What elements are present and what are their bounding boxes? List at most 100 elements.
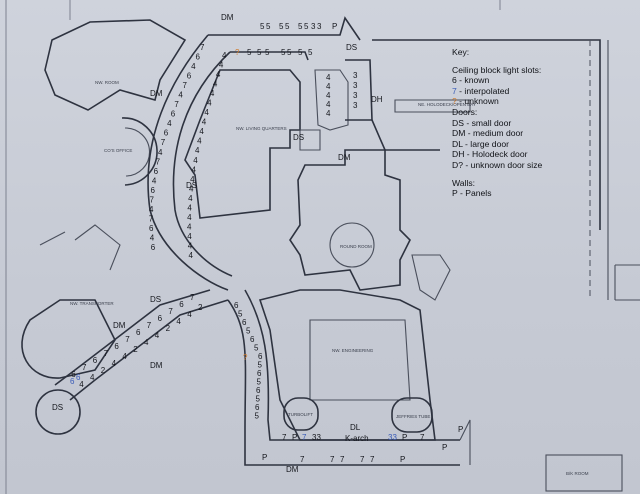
light-slot-glyph: 4 <box>155 331 160 340</box>
transporter-annex-line <box>39 231 66 246</box>
legend-text: - unknown <box>456 96 499 107</box>
engineering-core <box>309 319 411 401</box>
light-slot-marker: 5 <box>279 22 284 31</box>
light-slot-glyph: 6 <box>164 129 169 138</box>
light-slot-marker: 5 <box>265 48 270 57</box>
room-label-nw-room: NW. ROOM <box>95 80 119 85</box>
door-marker: DM <box>286 465 299 474</box>
light-slot-glyph: P <box>292 433 297 442</box>
door-marker: DS <box>293 133 304 142</box>
legend-symbol: ? <box>452 96 457 107</box>
corridor-inner-wall <box>172 51 233 277</box>
light-slot-glyph: 6 <box>114 342 119 351</box>
light-slot-glyph: 6 <box>255 403 260 412</box>
light-slot-marker: 3 <box>311 22 316 31</box>
cos-office-outline <box>121 117 158 186</box>
light-slot-glyph: 2 <box>101 366 106 375</box>
light-slot-glyph: 4 <box>326 91 331 100</box>
light-slot-glyph: 6 <box>93 356 98 365</box>
light-slot-glyph: 4 <box>188 194 193 203</box>
light-slot-glyph: 4 <box>152 176 157 185</box>
room-label-cos-office: CO'S OFFICE <box>104 148 132 153</box>
light-slot-glyph: 4 <box>192 165 197 174</box>
central-hall-outline <box>289 149 411 291</box>
light-slot-glyph: 4 <box>197 137 202 146</box>
light-slot-glyph: 6 <box>154 167 159 176</box>
light-slot-glyph: 4 <box>190 175 195 184</box>
door-marker: DM <box>150 89 163 98</box>
light-slot-glyph: 4 <box>112 359 117 368</box>
light-slot-glyph: 4 <box>144 338 149 347</box>
light-slot-glyph: 3 <box>353 91 358 100</box>
light-slot-glyph: 4 <box>79 380 84 389</box>
light-slot-unknown: ? <box>235 48 240 57</box>
light-slot-glyph: 7 <box>161 138 166 147</box>
light-slot-glyph: 7 <box>82 363 87 372</box>
light-slot-glyph: 4 <box>167 119 172 128</box>
se-corridor-outer <box>227 299 460 466</box>
light-slot-glyph: 7 <box>330 455 335 464</box>
cos-office-inner <box>124 127 151 177</box>
corridor-outer-wall <box>147 34 229 291</box>
sw-corridor-inner <box>69 299 229 401</box>
legend-light-item: ? - unknown <box>452 96 622 107</box>
room-label-jeffries-tube: JEFFRIES TUBE <box>396 414 430 419</box>
light-slot-marker: 5 <box>287 48 292 57</box>
legend-door-item: DS - small door <box>452 117 512 128</box>
nw-room-outline <box>44 19 187 111</box>
light-slot-glyph: 7 <box>300 455 305 464</box>
light-slot-glyph: 6 <box>136 328 141 337</box>
light-slot-glyph: 4 <box>326 73 331 82</box>
light-slot-glyph: 6 <box>70 377 75 386</box>
light-slot-glyph: 5 <box>257 378 262 387</box>
legend-text: - known <box>456 75 490 86</box>
light-slot-glyph: 6 <box>71 370 76 379</box>
light-slot-marker: 3 <box>317 22 322 31</box>
light-slot-glyph: 4 <box>187 310 192 319</box>
light-slot-glyph: 4 <box>216 70 221 79</box>
light-slot-glyph: 2 <box>133 345 138 354</box>
light-slot-glyph: 7 <box>150 195 155 204</box>
transporter-annex <box>74 224 121 271</box>
light-slot-glyph: 7 <box>125 335 130 344</box>
light-slot-glyph: 7 <box>370 455 375 464</box>
light-slot-glyph: 4 <box>199 127 204 136</box>
light-slot-glyph: 6 <box>151 186 156 195</box>
light-slot-marker: 5 <box>298 48 303 57</box>
light-slot-glyph: 5 <box>254 344 259 353</box>
room-label-bk-room: B/K ROOM <box>566 471 589 476</box>
legend-door-item: DH - Holodeck door <box>452 149 528 160</box>
light-slot-glyph: 4 <box>207 99 212 108</box>
light-slot-glyph: 4 <box>204 108 209 117</box>
legend-symbol: 7 <box>452 85 457 96</box>
light-slot-glyph: 7 <box>190 293 195 302</box>
room-label-transporter: NW. TRANSPORTER <box>70 301 114 306</box>
panel-marker: P <box>332 22 337 31</box>
light-slot-glyph: 7 <box>156 157 161 166</box>
light-slot-glyph: 4 <box>188 242 193 251</box>
light-slot-marker: 5 <box>285 22 290 31</box>
legend-doors-heading: Doors: <box>452 106 478 117</box>
legend-text: - interpolated <box>456 85 510 96</box>
room-label-turbolift: TURBOLIFT <box>288 412 313 417</box>
light-slot-glyph: 6 <box>234 301 239 310</box>
light-slot-glyph: P <box>402 433 407 442</box>
corridor-light-glyphs: 7464446474447464446474447464446474447464… <box>70 43 463 464</box>
light-slot-glyph: 4 <box>193 156 198 165</box>
light-slot-glyph: 5 <box>256 395 261 404</box>
light-slot-glyph: 6 <box>256 386 261 395</box>
door-marker-large: DL <box>350 423 361 432</box>
living-quarters-outline <box>184 69 301 219</box>
light-slot-glyph: 2 <box>198 303 203 312</box>
small-suite-outline <box>314 69 349 131</box>
light-slot-glyph: 7 <box>302 433 307 442</box>
door-marker: DS <box>150 295 161 304</box>
door-marker: DM <box>113 321 126 330</box>
light-slot-glyph: 4 <box>219 61 224 70</box>
light-slot-glyph: 6 <box>151 243 156 252</box>
light-slot-glyph: 4 <box>326 109 331 118</box>
legend-door-item: D? - unknown door size <box>452 159 543 170</box>
turbolift-outline <box>283 397 319 431</box>
door-marker: DM <box>150 361 163 370</box>
